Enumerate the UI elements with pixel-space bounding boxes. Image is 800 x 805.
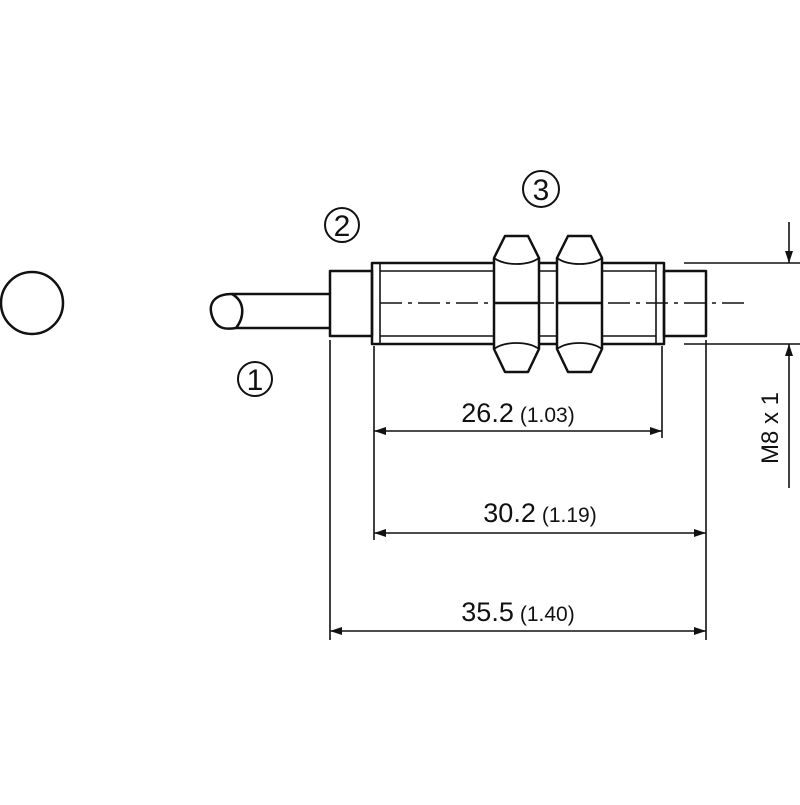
cable-outline [209,292,330,330]
thread-label: M8 x 1 [757,392,784,464]
callout-cable: 1 [237,361,273,397]
housing-rear [328,269,374,338]
dim-35-text: 35.5(1.40) [461,597,574,627]
callout-cable-label: 1 [247,364,264,397]
callout-nuts-label: 3 [533,174,550,207]
callout-housing: 2 [324,207,360,243]
dim-30-text: 30.2(1.19) [483,498,596,528]
callout-nuts: 3 [522,170,560,208]
nut-1 [492,234,541,374]
cable-end [231,292,244,329]
callout-housing-label: 2 [334,210,351,243]
nut-2 [555,234,604,374]
dim-26-text: 26.2(1.03) [461,398,574,428]
end-view-circle [0,270,65,336]
